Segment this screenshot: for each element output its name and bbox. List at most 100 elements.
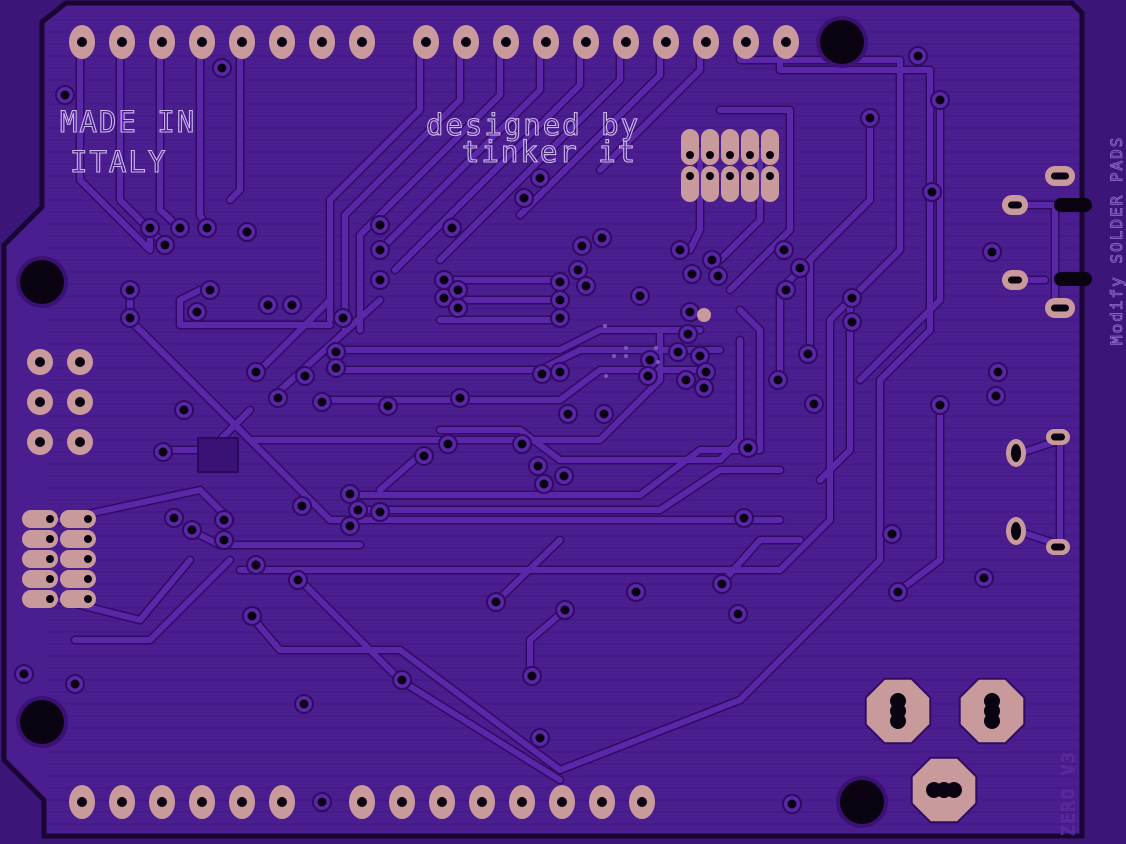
header-pin-drill <box>741 37 751 47</box>
mounting-hole <box>836 776 888 828</box>
modify-solder-pads-label: Modify SOLDER PADS <box>1107 136 1126 345</box>
via-hole <box>273 393 283 403</box>
via-hole <box>539 479 549 489</box>
mounting-holes <box>16 16 888 828</box>
header-pin-drill <box>237 797 247 807</box>
via-hole <box>125 285 135 295</box>
via-hole <box>179 405 189 415</box>
via-hole <box>299 699 309 709</box>
header-pin-drill <box>541 37 551 47</box>
header-pin-drill <box>597 797 607 807</box>
solder-pad <box>721 129 739 165</box>
header-pin-drill <box>437 797 447 807</box>
via-hole <box>375 507 385 517</box>
solder-pad <box>721 166 739 202</box>
header-pin-drill <box>357 797 367 807</box>
micro-via <box>656 360 660 364</box>
via-hole <box>205 285 215 295</box>
via-hole <box>599 409 609 419</box>
header-pin-drill <box>357 37 367 47</box>
usb-slot <box>1054 272 1092 286</box>
via-hole <box>555 367 565 377</box>
solder-pad-drill <box>46 555 54 563</box>
icsp-drill <box>75 397 85 407</box>
via-hole <box>251 560 261 570</box>
solder-pad-drill <box>46 575 54 583</box>
header-pin-drill <box>237 37 247 47</box>
icsp-drill <box>35 397 45 407</box>
solder-pad-drill <box>746 151 754 159</box>
via-hole <box>795 263 805 273</box>
micro-via <box>604 374 608 378</box>
via-hole <box>563 409 573 419</box>
via-hole <box>439 293 449 303</box>
via-hole <box>887 529 897 539</box>
micro-via <box>612 354 616 358</box>
via-hole <box>987 247 997 257</box>
via-hole <box>331 363 341 373</box>
via-hole <box>555 313 565 323</box>
via-hole <box>533 461 543 471</box>
header-pin-drill <box>77 797 87 807</box>
trace <box>687 147 703 253</box>
header-pin-drill <box>157 37 167 47</box>
trace <box>257 197 333 373</box>
solder-pad <box>22 570 58 588</box>
trace <box>377 39 543 253</box>
trace <box>717 107 793 293</box>
solder-pad-drill <box>84 595 92 603</box>
via-hole <box>345 521 355 531</box>
via-hole <box>935 400 945 410</box>
header-pin-drill <box>501 37 511 47</box>
trace <box>247 612 563 773</box>
usb-shield-pad-slot <box>1051 304 1069 312</box>
pads <box>22 25 1092 824</box>
header-pin-drill <box>781 37 791 47</box>
solder-pad-drill <box>84 575 92 583</box>
via-hole <box>60 90 70 100</box>
solder-pad <box>22 550 58 568</box>
via-hole <box>19 669 29 679</box>
via-hole <box>683 329 693 339</box>
header-pin-drill <box>477 797 487 807</box>
solder-pad <box>681 166 699 202</box>
via-hole <box>242 227 252 237</box>
via-hole <box>713 271 723 281</box>
via-hole <box>681 375 691 385</box>
solder-pad <box>22 510 58 528</box>
via-hole <box>443 439 453 449</box>
trace <box>717 147 763 263</box>
usb-pad-slot <box>1008 276 1022 284</box>
via-hole <box>455 393 465 403</box>
switch-slot <box>1011 522 1021 540</box>
solder-pad-drill <box>706 172 714 180</box>
mounting-hole <box>816 16 868 68</box>
via-hole <box>787 799 797 809</box>
via-hole <box>439 275 449 285</box>
micro-via <box>603 324 607 328</box>
via-hole <box>847 293 857 303</box>
solder-pad-drill <box>686 172 694 180</box>
via-hole <box>453 303 463 313</box>
via-hole <box>979 573 989 583</box>
trace <box>127 317 663 443</box>
header-pin-drill <box>277 37 287 47</box>
via-hole <box>631 587 641 597</box>
via-hole <box>635 291 645 301</box>
header-pin-drill <box>317 37 327 47</box>
via-hole <box>535 173 545 183</box>
via-hole <box>353 505 363 515</box>
solder-pad-drill <box>726 151 734 159</box>
icsp-drill <box>35 437 45 447</box>
via-hole <box>375 220 385 230</box>
made-in-label: MADE IN <box>60 105 196 139</box>
trace <box>717 537 803 588</box>
usb-shield-pad-slot <box>1051 172 1069 180</box>
trace <box>807 197 873 353</box>
solder-pad-drill <box>706 151 714 159</box>
solder-pad <box>761 129 779 165</box>
via-hole <box>263 300 273 310</box>
header-pin-drill <box>77 37 87 47</box>
vias <box>14 46 1008 814</box>
